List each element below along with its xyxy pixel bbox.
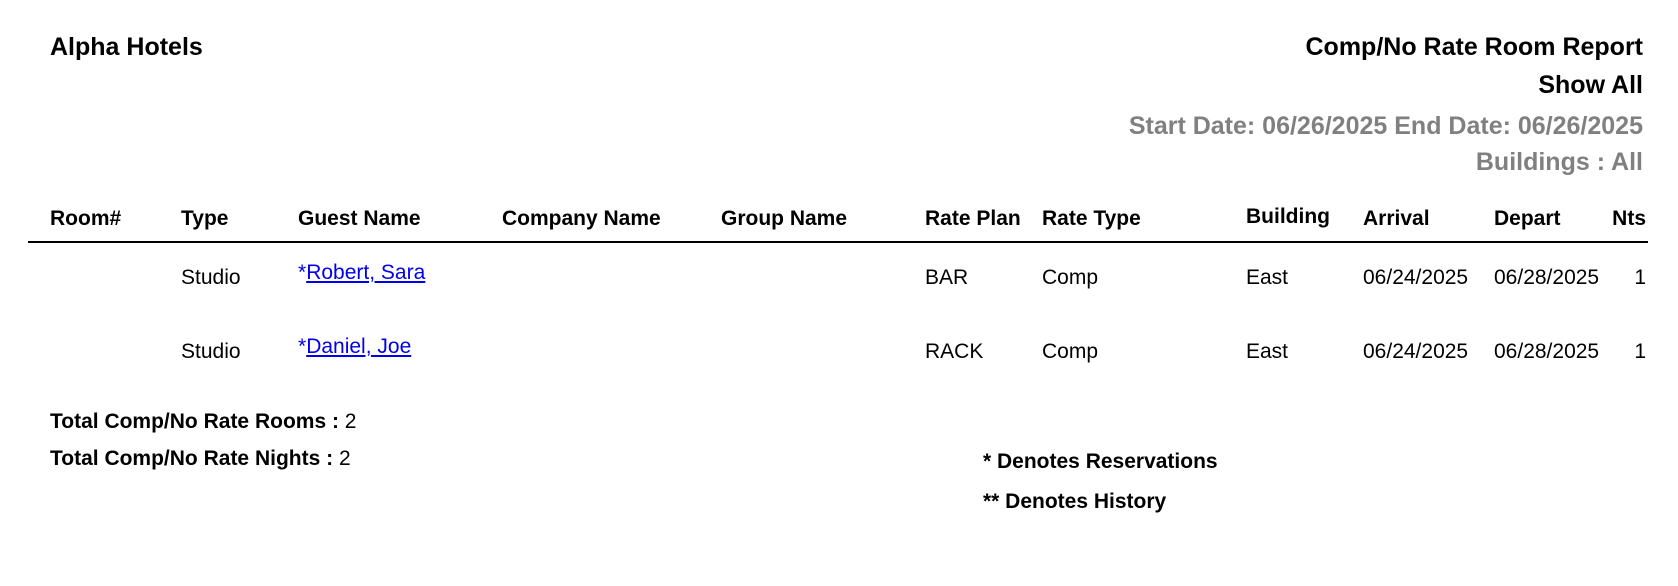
reservation-marker: * [298,335,307,358]
column-header-building: Building [1246,205,1330,228]
cell-arrival: 06/24/2025 [1363,266,1469,289]
legend-reservations: * Denotes Reservations [983,450,1218,473]
cell-building: East [1246,340,1289,363]
total-rooms: Total Comp/No Rate Rooms : 2 [50,410,356,434]
cell-guest-name: *Daniel, Joe [298,335,411,359]
column-header-rate-plan: Rate Plan [925,207,1021,230]
cell-rate-plan: RACK [925,340,984,363]
column-header-guest-name: Guest Name [298,207,421,230]
cell-rate-plan: BAR [925,266,969,289]
total-rooms-value: 2 [344,410,357,433]
report-title: Comp/No Rate Room Report [1305,33,1644,61]
column-header-arrival: Arrival [1363,207,1430,230]
cell-guest-name: *Robert, Sara [298,261,425,285]
cell-arrival: 06/24/2025 [1363,340,1469,363]
filter-label: Show All [1538,71,1643,99]
cell-rate-type: Comp [1042,266,1099,289]
cell-rate-type: Comp [1042,340,1099,363]
cell-building: East [1246,266,1289,289]
column-header-nts: Nts [1612,207,1646,230]
cell-type: Studio [181,266,241,289]
cell-nts: 1 [1634,266,1646,289]
total-rooms-label: Total Comp/No Rate Rooms : [50,410,339,433]
guest-name-link[interactable]: Robert, Sara [306,261,426,284]
cell-nts: 1 [1634,340,1646,363]
column-header-depart: Depart [1494,207,1561,230]
hotel-name: Alpha Hotels [50,33,203,61]
cell-depart: 06/28/2025 [1494,266,1600,289]
legend-history: ** Denotes History [983,490,1167,513]
column-header-rate-type: Rate Type [1042,207,1141,230]
date-range: Start Date: 06/26/2025 End Date: 06/26/2… [1128,112,1643,140]
column-header-room: Room# [50,207,122,230]
total-nights: Total Comp/No Rate Nights : 2 [50,447,351,471]
total-nights-value: 2 [338,447,351,470]
header-divider [28,241,1648,243]
column-header-company-name: Company Name [502,207,661,230]
column-header-type: Type [181,207,229,230]
cell-depart: 06/28/2025 [1494,340,1600,363]
total-nights-label: Total Comp/No Rate Nights : [50,447,334,470]
column-header-group-name: Group Name [721,207,848,230]
guest-name-link[interactable]: Daniel, Joe [306,335,412,358]
cell-type: Studio [181,340,241,363]
buildings-filter: Buildings : All [1475,148,1643,176]
reservation-marker: * [298,261,307,284]
